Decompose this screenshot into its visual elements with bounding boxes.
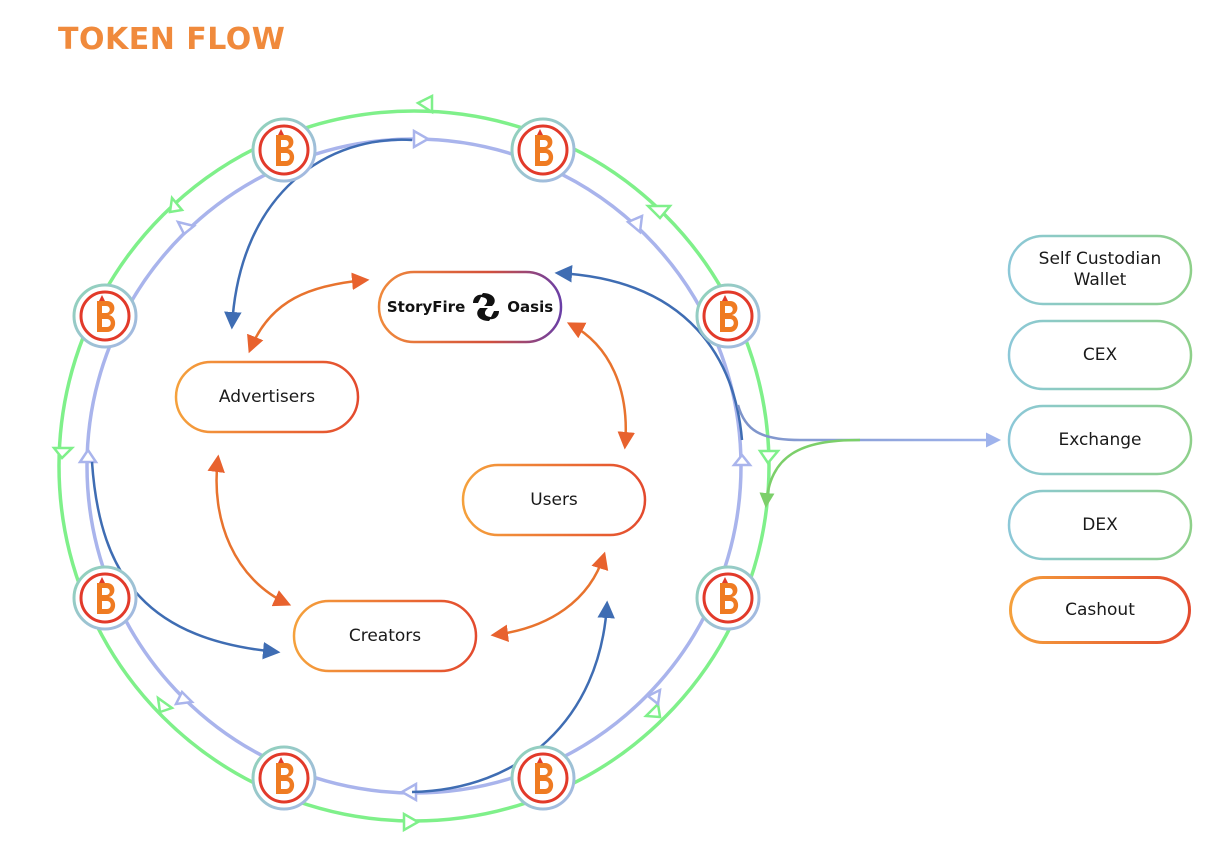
- creators-node[interactable]: [292, 599, 478, 673]
- destination-cashout[interactable]: [1012, 579, 1188, 641]
- storyfire-swirl-icon: [473, 293, 499, 321]
- storyfire-users-arrow: [566, 322, 635, 450]
- blue-arrow-to-creators: [90, 461, 281, 660]
- users-node[interactable]: [461, 463, 647, 537]
- blue-arrow-to-storyfire: [554, 265, 744, 441]
- exit-arrow-to-exchange: [736, 404, 1001, 448]
- users-creators-arrow: [490, 551, 609, 642]
- b-token-coin-icon: [251, 745, 317, 811]
- b-token-coin-icon: [695, 283, 761, 349]
- blue-arrow-to-users: [411, 600, 615, 794]
- inner-ring-arrow-markers: [77, 128, 753, 803]
- destination-exchange[interactable]: [1007, 404, 1193, 476]
- b-token-coin-icon: [510, 745, 576, 811]
- storyfire-oasis-label: StoryFire Oasis: [379, 272, 561, 342]
- advertisers-storyfire-arrow: [247, 272, 370, 354]
- outer-ring-arrow-markers: [51, 93, 781, 833]
- destination-dex[interactable]: [1007, 489, 1193, 561]
- storyfire-oasis-node[interactable]: [377, 270, 563, 344]
- destination-cex[interactable]: [1007, 319, 1193, 391]
- b-token-coin-icon: [510, 117, 576, 183]
- b-token-coin-icon: [72, 565, 138, 631]
- return-arrow-from-exchange: [759, 438, 861, 508]
- page-title: TOKEN FLOW: [58, 22, 286, 57]
- token-coins: [72, 117, 761, 811]
- advertisers-creators-arrow: [207, 454, 292, 607]
- b-token-coin-icon: [251, 117, 317, 183]
- b-token-coin-icon: [72, 283, 138, 349]
- oasis-brand-text: Oasis: [507, 298, 554, 316]
- outer-flow-ring: [57, 109, 771, 823]
- storyfire-brand-text: StoryFire: [386, 298, 466, 316]
- destination-self-custodian-wallet[interactable]: [1007, 234, 1193, 306]
- advertisers-node[interactable]: [174, 360, 360, 434]
- b-token-coin-icon: [695, 565, 761, 631]
